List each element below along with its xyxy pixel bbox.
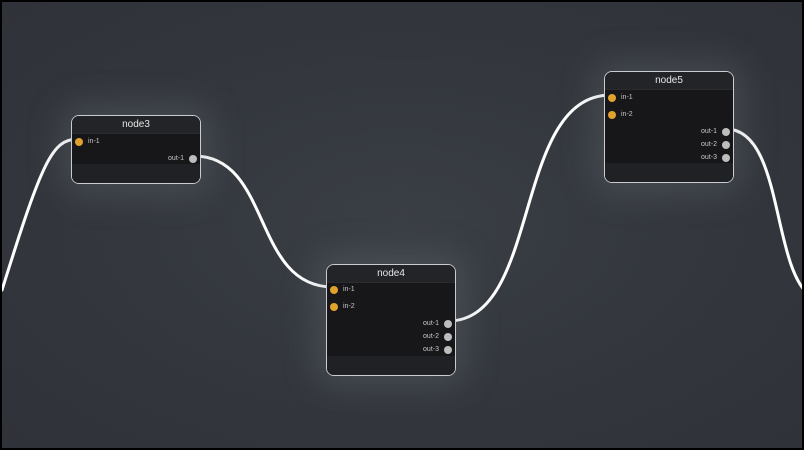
wire-node3-out-1-to-node4-in-1[interactable]: [192, 154, 335, 289]
port-label: out-1: [423, 320, 439, 327]
input-port-dot-icon[interactable]: [330, 285, 338, 294]
port-label: in-1: [343, 286, 355, 293]
port-label: out-3: [423, 346, 439, 353]
node-title: node4: [327, 265, 455, 283]
output-port-dot-icon[interactable]: [444, 319, 452, 328]
port-label: in-1: [621, 94, 633, 101]
node-footer: [327, 356, 455, 375]
port-label: in-2: [621, 111, 633, 118]
output-port-out-1[interactable]: out-1: [423, 317, 452, 330]
output-port-out-3[interactable]: out-3: [701, 151, 730, 164]
output-port-dot-icon[interactable]: [189, 154, 197, 163]
port-label: in-1: [88, 138, 100, 145]
output-port-dot-icon[interactable]: [722, 153, 730, 162]
input-port-in-2[interactable]: in-2: [608, 108, 633, 121]
output-port-out-2[interactable]: out-2: [701, 138, 730, 151]
input-port-dot-icon[interactable]: [608, 110, 616, 119]
node-node5[interactable]: node5 in-1 in-2 out-1 out-2 out-3: [604, 71, 734, 183]
output-port-out-1[interactable]: out-1: [701, 125, 730, 138]
output-port-out-2[interactable]: out-2: [423, 330, 452, 343]
output-port-out-3[interactable]: out-3: [423, 343, 452, 356]
port-label: out-1: [168, 155, 184, 162]
wire-offscreen-to-node3-in-1[interactable]: [2, 137, 80, 292]
node-title: node5: [605, 72, 733, 90]
port-label: out-2: [423, 333, 439, 340]
output-port-out-1[interactable]: out-1: [168, 152, 197, 165]
node-node3[interactable]: node3 in-1 out-1: [71, 115, 201, 184]
node-title: node3: [72, 116, 200, 134]
input-port-dot-icon[interactable]: [608, 93, 616, 102]
node-footer: [605, 163, 733, 182]
output-port-dot-icon[interactable]: [722, 140, 730, 149]
wire-node4-out-1-to-node5-in-1[interactable]: [446, 93, 613, 323]
port-label: out-3: [701, 154, 717, 161]
port-label: out-2: [701, 141, 717, 148]
wire-node5-out-1-to-offscreen[interactable]: [724, 127, 804, 294]
port-label: in-2: [343, 303, 355, 310]
input-port-in-1[interactable]: in-1: [75, 135, 100, 148]
input-port-in-2[interactable]: in-2: [330, 300, 355, 313]
node-footer: [72, 164, 200, 183]
input-port-dot-icon[interactable]: [330, 302, 338, 311]
output-port-dot-icon[interactable]: [722, 127, 730, 136]
port-label: out-1: [701, 128, 717, 135]
node-node4[interactable]: node4 in-1 in-2 out-1 out-2 out-3: [326, 264, 456, 376]
input-port-in-1[interactable]: in-1: [608, 91, 633, 104]
output-port-dot-icon[interactable]: [444, 345, 452, 354]
output-port-dot-icon[interactable]: [444, 332, 452, 341]
input-port-in-1[interactable]: in-1: [330, 283, 355, 296]
input-port-dot-icon[interactable]: [75, 137, 83, 146]
